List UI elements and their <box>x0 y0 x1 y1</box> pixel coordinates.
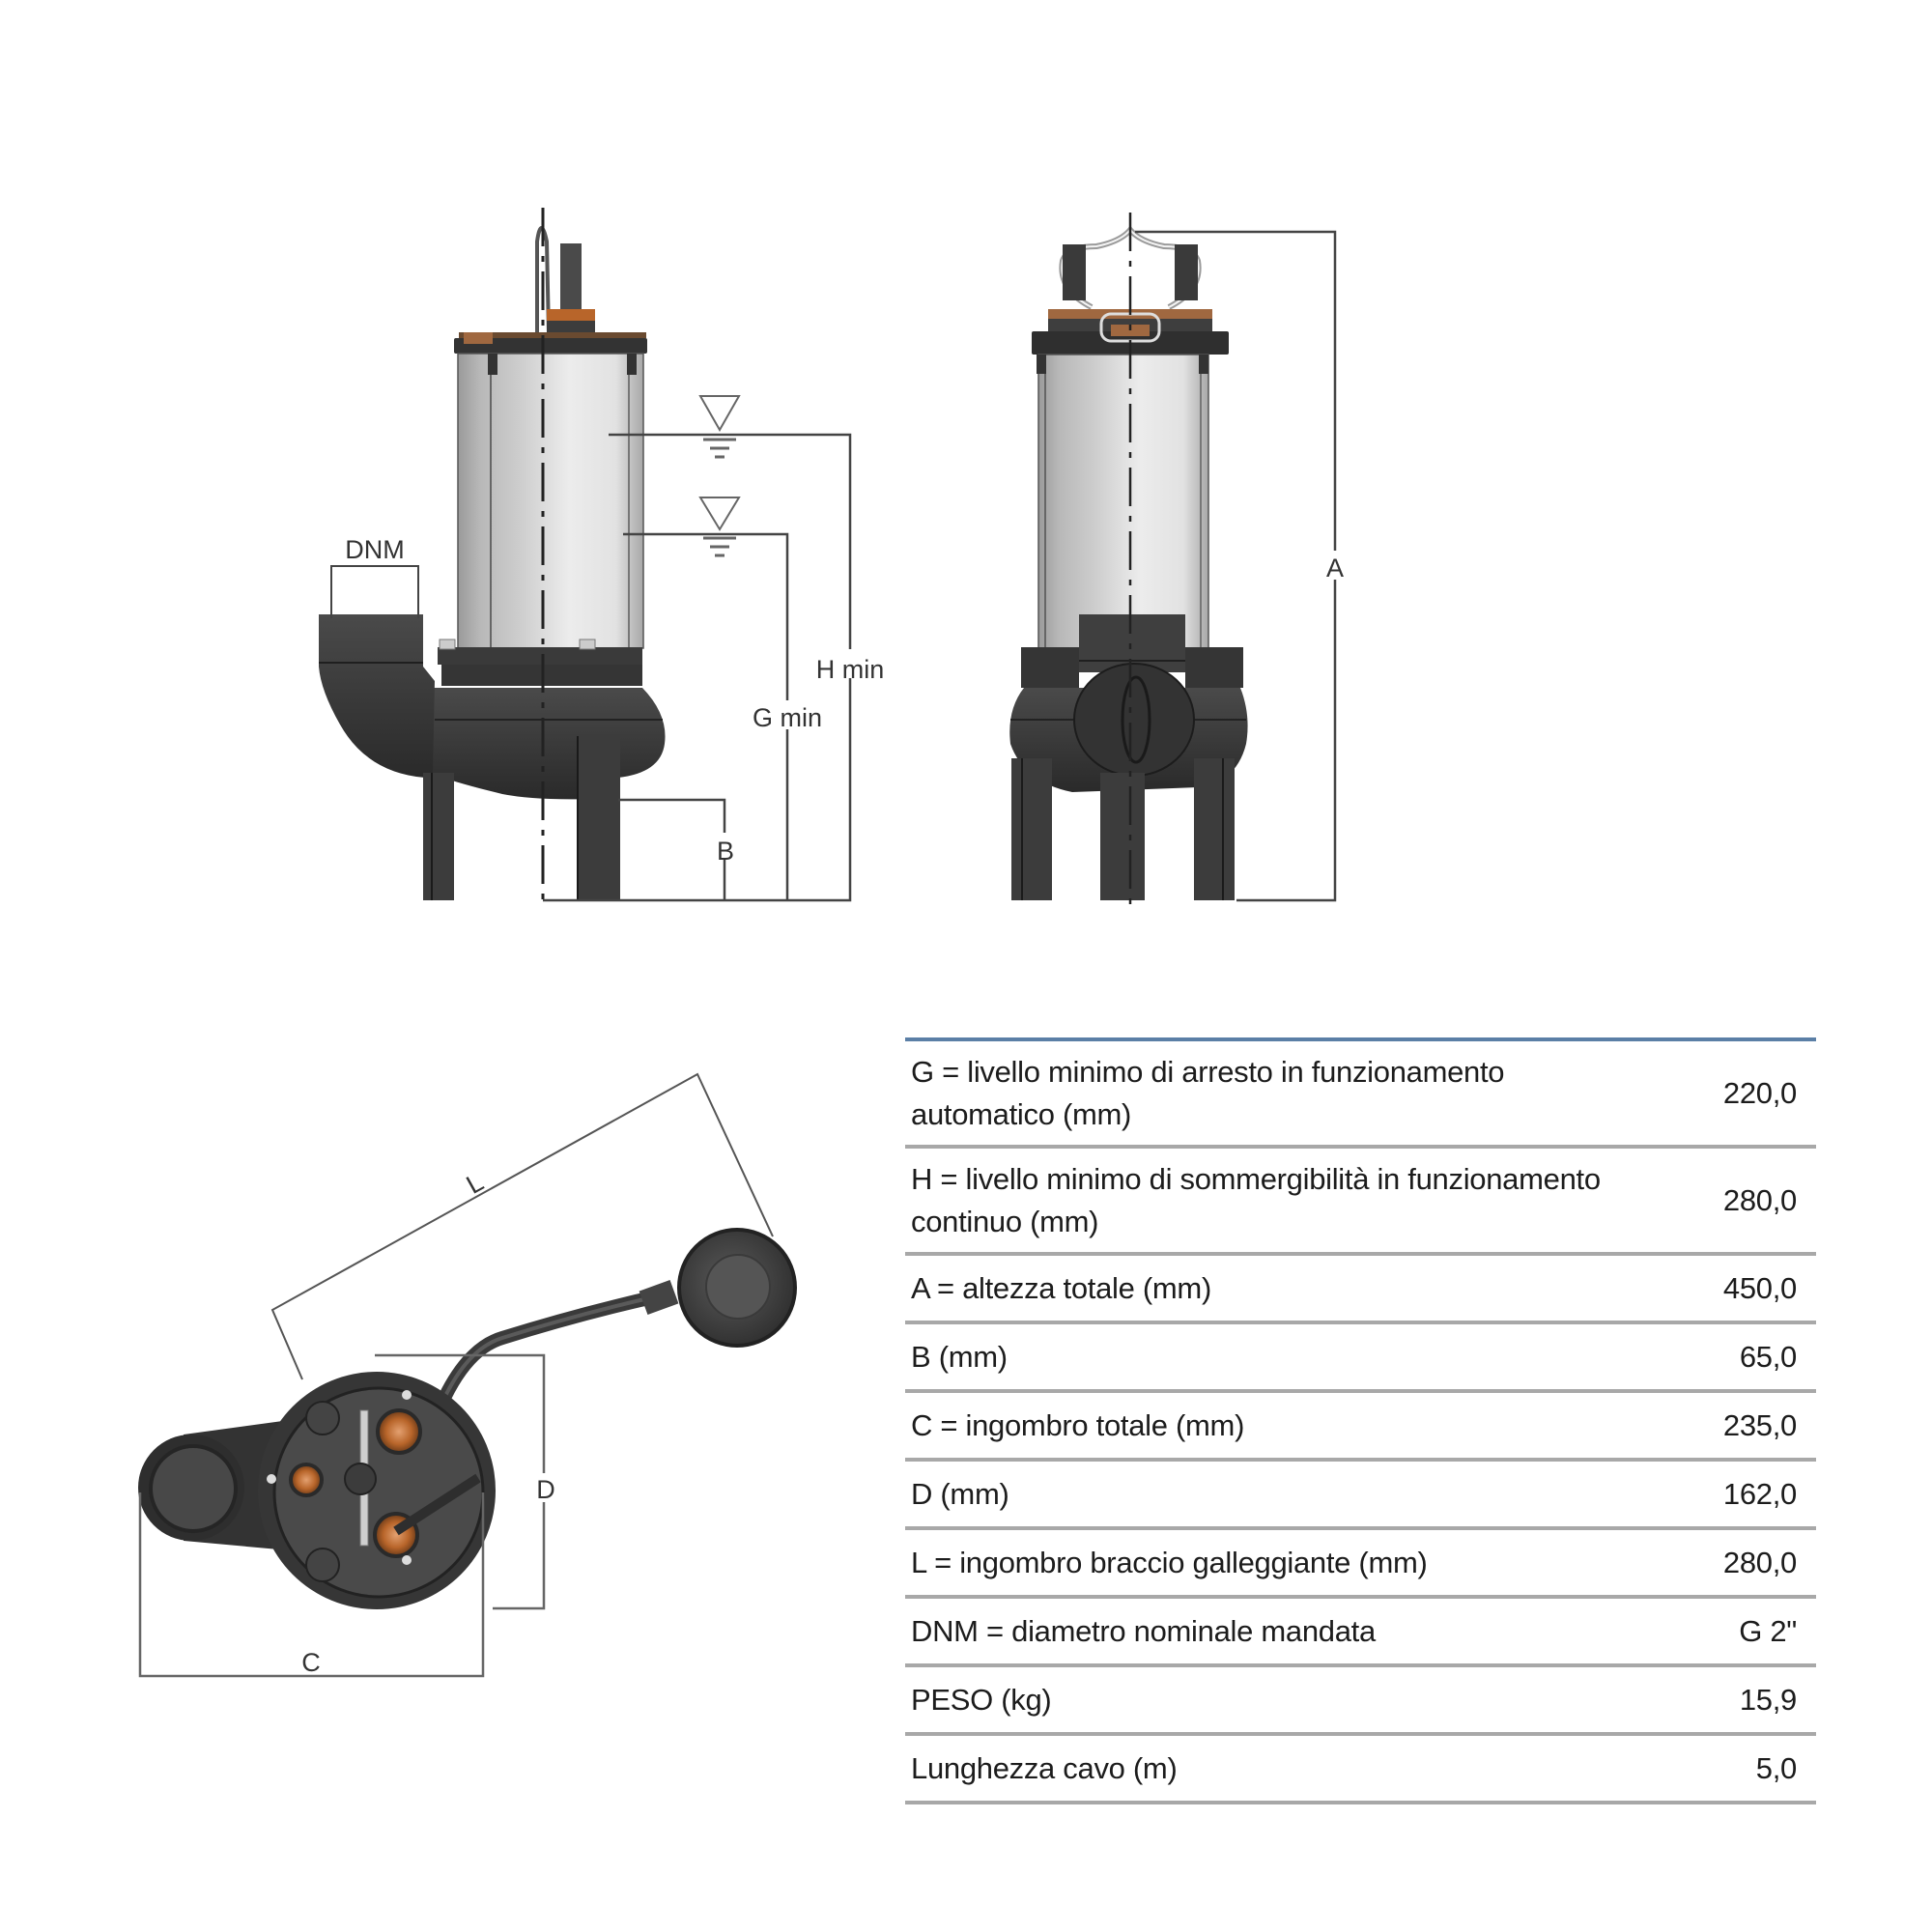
table-row: L = ingombro braccio galleggiante (mm) 2… <box>905 1530 1816 1599</box>
row-label: A = altezza totale (mm) <box>911 1270 1211 1305</box>
volute-housing <box>430 688 666 800</box>
table-row: PESO (kg) 15,9 <box>905 1667 1816 1736</box>
side-view: DNM H min G min B <box>319 208 894 902</box>
d-label: D <box>536 1475 555 1504</box>
dnm-bracket <box>330 565 419 618</box>
l-label: L <box>462 1167 489 1200</box>
leg <box>423 773 454 900</box>
leg <box>1194 758 1235 900</box>
table-row: G = livello minimo di arresto in funzion… <box>905 1041 1816 1149</box>
h-min-label: H min <box>816 655 885 684</box>
row-value: 220,0 <box>1722 1075 1797 1110</box>
table-row: H = livello minimo di sommergibilità in … <box>905 1149 1816 1256</box>
cable-gland <box>560 243 582 313</box>
discharge-outlet <box>1073 663 1195 777</box>
row-label: H = livello minimo di sommergibilità in … <box>911 1161 1601 1238</box>
water-level-g-icon <box>698 497 741 557</box>
leg <box>1011 758 1052 900</box>
row-label: B (mm) <box>911 1339 1008 1374</box>
front-view: A <box>1009 213 1347 913</box>
row-value: 65,0 <box>1739 1339 1797 1374</box>
row-label: C = ingombro totale (mm) <box>911 1407 1245 1442</box>
l-dimension <box>270 1072 774 1380</box>
g-min-label: G min <box>753 703 822 732</box>
row-value: G 2" <box>1739 1613 1797 1648</box>
copper-fitting <box>376 1408 422 1455</box>
row-label: PESO (kg) <box>911 1682 1052 1717</box>
table-top-rule <box>905 1037 1816 1041</box>
top-view: L D C <box>138 1072 797 1678</box>
b-dimension <box>618 798 726 900</box>
row-value: 450,0 <box>1722 1270 1797 1305</box>
leg <box>578 736 620 900</box>
discharge-elbow <box>319 614 435 778</box>
table-row: Lunghezza cavo (m) 5,0 <box>905 1736 1816 1804</box>
motor-casing <box>457 353 644 649</box>
spec-table: G = livello minimo di arresto in funzion… <box>905 1037 1816 1804</box>
row-value: 280,0 <box>1722 1182 1797 1217</box>
row-value: 5,0 <box>1755 1750 1798 1785</box>
c-label: C <box>301 1648 321 1677</box>
table-row: DNM = diametro nominale mandata G 2" <box>905 1599 1816 1667</box>
row-label: L = ingombro braccio galleggiante (mm) <box>911 1545 1428 1579</box>
table-row: A = altezza totale (mm) 450,0 <box>905 1256 1816 1324</box>
a-label: A <box>1326 554 1344 582</box>
table-row: D (mm) 162,0 <box>905 1462 1816 1530</box>
row-label: G = livello minimo di arresto in funzion… <box>911 1054 1505 1131</box>
row-value: 162,0 <box>1722 1476 1797 1511</box>
b-label: B <box>717 837 734 866</box>
row-label: D (mm) <box>911 1476 1009 1511</box>
copper-fitting <box>289 1463 324 1497</box>
row-value: 280,0 <box>1722 1545 1797 1579</box>
g-min-dimension <box>623 532 789 900</box>
table-row: B (mm) 65,0 <box>905 1324 1816 1393</box>
leg <box>1100 773 1145 900</box>
row-value: 15,9 <box>1739 1682 1797 1717</box>
row-label: DNM = diametro nominale mandata <box>911 1613 1376 1648</box>
row-label: Lunghezza cavo (m) <box>911 1750 1178 1785</box>
water-level-h-icon <box>698 395 741 459</box>
motor-casing <box>1037 354 1209 649</box>
discharge-opening <box>149 1444 238 1533</box>
c-dimension <box>138 1492 485 1678</box>
dnm-label: DNM <box>345 535 405 564</box>
row-value: 235,0 <box>1722 1407 1797 1442</box>
table-row: C = ingombro totale (mm) 235,0 <box>905 1393 1816 1462</box>
